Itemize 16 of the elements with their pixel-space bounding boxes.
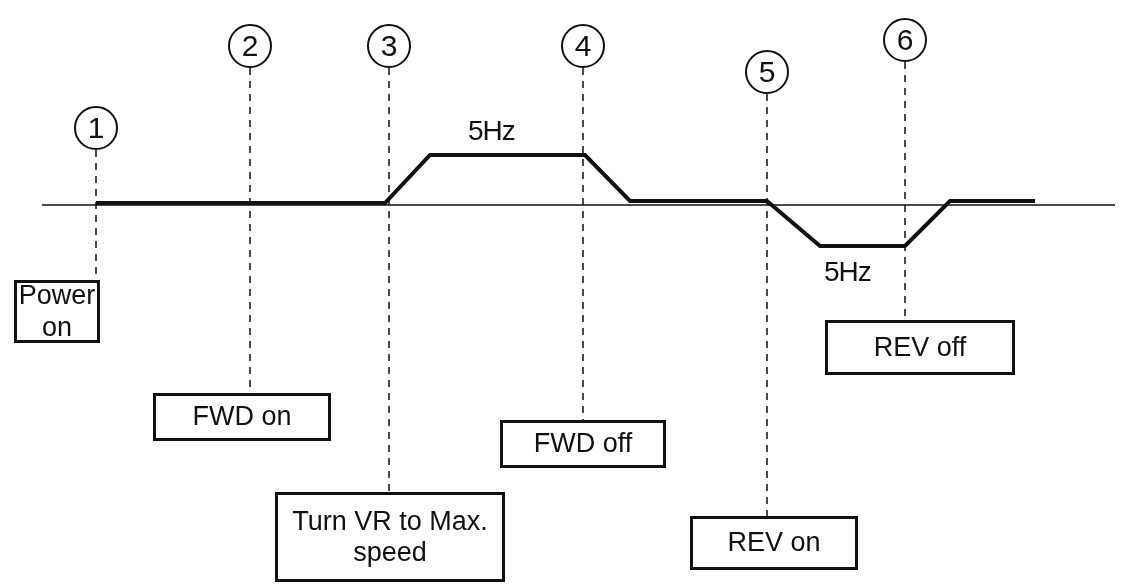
frequency-label: 5Hz: [468, 115, 515, 147]
step-number-circle: 5: [745, 50, 789, 94]
step-box: FWD on: [153, 393, 331, 441]
step-number-circle: 4: [561, 24, 605, 68]
step-number-circle: 6: [883, 18, 927, 62]
step-box: Turn VR to Max. speed: [275, 492, 505, 582]
dashed-leader-line: [766, 93, 768, 517]
step-box: FWD off: [500, 420, 666, 468]
step-number-circle: 1: [74, 106, 118, 150]
step-number-circle: 2: [228, 24, 272, 68]
step-box: REV off: [825, 320, 1015, 375]
step-number-circle: 3: [367, 24, 411, 68]
step-box: REV on: [690, 516, 858, 570]
dashed-leader-line: [388, 67, 390, 493]
frequency-label: 5Hz: [824, 256, 871, 288]
step-box: Power on: [14, 280, 100, 343]
